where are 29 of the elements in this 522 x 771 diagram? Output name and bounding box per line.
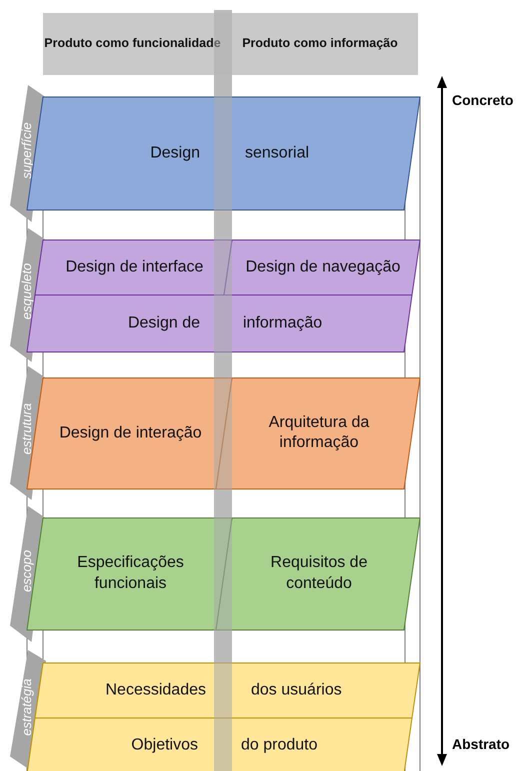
cell-text: Requisitos de conteúdo	[270, 553, 368, 594]
plane-name: estratégia	[19, 678, 35, 738]
band-text: Objetivos	[131, 736, 198, 756]
layer-cell	[216, 378, 420, 489]
plane-name: esqueleto	[19, 262, 35, 322]
axis-label: Abstrato	[452, 736, 510, 752]
header-text: Produto como informação	[241, 35, 399, 52]
cell-text: Design de interface	[64, 257, 204, 278]
band-text: Design de	[128, 313, 200, 334]
plane-name: superfície	[19, 120, 35, 181]
cell-text: Design de navegação	[244, 257, 402, 278]
layer-band	[35, 663, 420, 718]
cell-text: Especificações funcionais	[76, 553, 185, 594]
plane-name: estrutura	[19, 402, 35, 458]
axis-label: Concreto	[452, 92, 514, 108]
layer-cell	[35, 240, 232, 295]
header-text: Produto como funcionalidade	[43, 35, 222, 52]
cell-text: Arquitetura da informação	[268, 412, 370, 454]
cell-text: Design de interação	[58, 423, 203, 444]
column-header	[43, 13, 222, 75]
layer-cell	[224, 240, 420, 295]
band-text: do produto	[241, 736, 318, 756]
band-text: informação	[243, 313, 322, 334]
band-text: Necessidades	[106, 680, 206, 700]
band-text: sensorial	[245, 143, 310, 164]
layer-cell	[216, 518, 420, 630]
plane-name: escopo	[19, 548, 35, 594]
band-text: dos usuários	[251, 680, 342, 700]
band-text: Design	[150, 143, 200, 164]
